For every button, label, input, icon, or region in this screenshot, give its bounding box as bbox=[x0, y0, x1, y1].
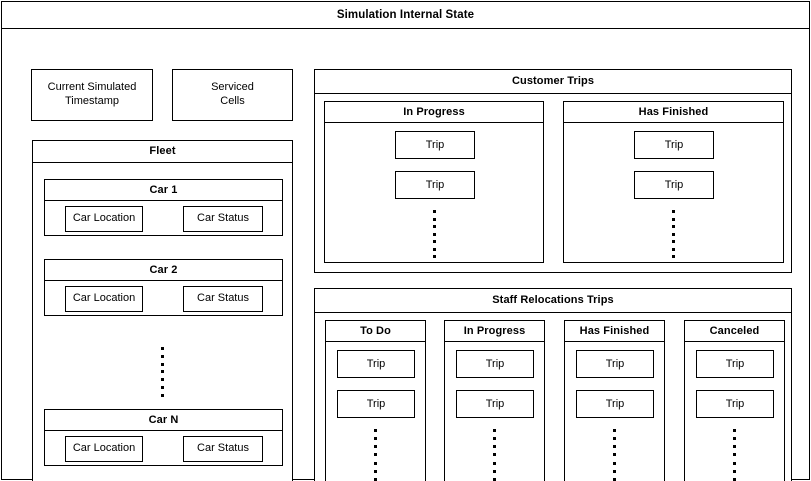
car-status-box: Car Status bbox=[183, 436, 263, 462]
car-title-label: Car 1 bbox=[149, 183, 178, 196]
car-title-label: Car 2 bbox=[149, 263, 178, 276]
staff-relocations-trips-panel-title: Staff Relocations Trips bbox=[315, 289, 791, 313]
trip-label: Trip bbox=[605, 398, 625, 410]
car-status-label: Car Status bbox=[197, 292, 249, 305]
trip-label: Trip bbox=[605, 358, 625, 370]
car-box: Car 1 Car Location Car Status bbox=[44, 179, 283, 236]
car-status-box: Car Status bbox=[183, 206, 263, 232]
trip-card: Trip bbox=[696, 350, 774, 378]
fleet-vertical-ellipsis-icon bbox=[161, 347, 164, 397]
trip-label: Trip bbox=[425, 179, 445, 191]
column-title-bar: To Do bbox=[326, 321, 425, 342]
column-title-bar: Has Finished bbox=[565, 321, 664, 342]
car-box: Car 2 Car Location Car Status bbox=[44, 259, 283, 316]
staff-trips-column-to-do: To Do Trip Trip bbox=[325, 320, 426, 481]
staff-trips-column-canceled: Canceled Trip Trip bbox=[684, 320, 785, 481]
current-simulated-timestamp-box: Current Simulated Timestamp bbox=[31, 69, 153, 121]
timestamp-label-line1: Current Simulated bbox=[47, 81, 137, 94]
column-title-bar: Canceled bbox=[685, 321, 784, 342]
column-title-bar: In Progress bbox=[325, 102, 543, 123]
fleet-title-label: Fleet bbox=[149, 145, 176, 158]
trip-card: Trip bbox=[576, 390, 654, 418]
trip-card: Trip bbox=[395, 171, 475, 199]
staff-trips-column-in-progress: In Progress Trip Trip bbox=[444, 320, 545, 481]
trip-card: Trip bbox=[456, 350, 534, 378]
column-title-label: To Do bbox=[360, 324, 391, 337]
car-status-label: Car Status bbox=[197, 442, 249, 455]
car-title-bar: Car 2 bbox=[45, 260, 282, 281]
customer-trips-column-in-progress: In Progress Trip Trip bbox=[324, 101, 544, 263]
customer-trips-column-has-finished: Has Finished Trip Trip bbox=[563, 101, 784, 263]
trip-label: Trip bbox=[664, 139, 684, 151]
column-title-label: Canceled bbox=[709, 324, 760, 337]
car-location-label: Car Location bbox=[72, 292, 136, 305]
car-location-box: Car Location bbox=[65, 286, 143, 312]
vertical-ellipsis-icon bbox=[432, 210, 436, 258]
customer-trips-panel: Customer Trips In Progress Trip Trip bbox=[314, 69, 792, 273]
trip-card: Trip bbox=[696, 390, 774, 418]
trip-card: Trip bbox=[634, 131, 714, 159]
trip-label: Trip bbox=[485, 358, 505, 370]
diagram-body: Current Simulated Timestamp Serviced Cel… bbox=[2, 29, 809, 481]
car-box: Car N Car Location Car Status bbox=[44, 409, 283, 466]
serviced-cells-label-line1: Serviced bbox=[211, 81, 254, 94]
trip-card: Trip bbox=[634, 171, 714, 199]
car-location-label: Car Location bbox=[72, 442, 136, 455]
vertical-ellipsis-icon bbox=[733, 429, 736, 481]
vertical-ellipsis-icon bbox=[613, 429, 616, 481]
column-title-label: Has Finished bbox=[579, 324, 650, 337]
trip-card: Trip bbox=[576, 350, 654, 378]
car-status-label: Car Status bbox=[197, 212, 249, 225]
car-title-bar: Car N bbox=[45, 410, 282, 431]
page-title: Simulation Internal State bbox=[336, 8, 475, 21]
customer-trips-title-label: Customer Trips bbox=[511, 75, 595, 88]
car-location-box: Car Location bbox=[65, 436, 143, 462]
trip-card: Trip bbox=[337, 350, 415, 378]
serviced-cells-label-line2: Cells bbox=[220, 95, 245, 107]
timestamp-label-line2: Timestamp bbox=[65, 95, 119, 107]
trip-label: Trip bbox=[725, 358, 745, 370]
trip-card: Trip bbox=[395, 131, 475, 159]
trip-label: Trip bbox=[664, 179, 684, 191]
column-title-bar: Has Finished bbox=[564, 102, 783, 123]
car-status-box: Car Status bbox=[183, 286, 263, 312]
column-title-label: In Progress bbox=[403, 105, 465, 118]
trip-label: Trip bbox=[366, 358, 386, 370]
trip-card: Trip bbox=[456, 390, 534, 418]
vertical-ellipsis-icon bbox=[672, 210, 675, 258]
vertical-ellipsis-icon bbox=[493, 429, 496, 481]
staff-trips-column-has-finished: Has Finished Trip Trip bbox=[564, 320, 665, 481]
column-title-label: In Progress bbox=[463, 324, 526, 337]
column-title-label: Has Finished bbox=[638, 105, 709, 118]
staff-relocations-trips-panel: Staff Relocations Trips To Do Trip Trip bbox=[314, 288, 792, 481]
car-title-bar: Car 1 bbox=[45, 180, 282, 201]
fleet-panel: Fleet Car 1 Car Location Car Status bbox=[32, 140, 293, 481]
car-location-box: Car Location bbox=[65, 206, 143, 232]
diagram-title-bar: Simulation Internal State bbox=[2, 2, 809, 29]
fleet-panel-title: Fleet bbox=[33, 141, 292, 163]
trip-label: Trip bbox=[725, 398, 745, 410]
trip-card: Trip bbox=[337, 390, 415, 418]
serviced-cells-box: Serviced Cells bbox=[172, 69, 293, 121]
car-location-label: Car Location bbox=[72, 212, 136, 225]
trip-label: Trip bbox=[425, 139, 445, 151]
car-title-label: Car N bbox=[148, 413, 179, 426]
vertical-ellipsis-icon bbox=[374, 429, 377, 481]
column-title-bar: In Progress bbox=[445, 321, 544, 342]
trip-label: Trip bbox=[485, 398, 505, 410]
trip-label: Trip bbox=[366, 398, 386, 410]
customer-trips-panel-title: Customer Trips bbox=[315, 70, 791, 94]
staff-relocations-title-label: Staff Relocations Trips bbox=[492, 294, 614, 307]
